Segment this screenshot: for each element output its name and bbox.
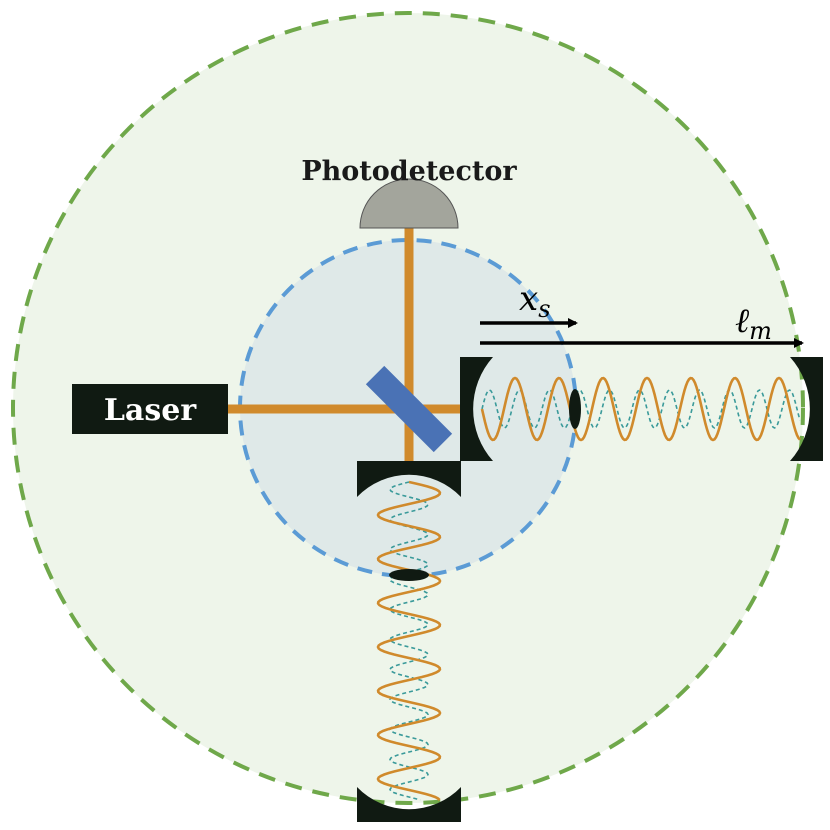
- vertical-arm-waves: [376, 480, 442, 801]
- beamsplitter-icon: [365, 365, 453, 453]
- lens-horizontal: [569, 389, 581, 429]
- wave-dashed-vertical: [389, 481, 429, 801]
- wave-solid-vertical: [376, 480, 442, 801]
- mirror-vertical-input: [357, 461, 461, 497]
- horizontal-arm-waves: [480, 376, 801, 442]
- wave-dashed-horizontal: [481, 389, 801, 429]
- laser-label: Laser: [104, 393, 198, 428]
- wave-solid-horizontal: [480, 376, 801, 442]
- mirror-horizontal-input: [460, 357, 493, 461]
- mirror-horizontal-end: [790, 357, 823, 461]
- photodetector-icon: [359, 178, 459, 229]
- lm-label: ℓm: [735, 301, 772, 345]
- lens-vertical: [389, 569, 429, 581]
- mirror-vertical-end: [357, 787, 461, 822]
- photodetector-label: Photodetector: [301, 156, 517, 187]
- xs-label: xs: [519, 279, 551, 323]
- laser-icon: [72, 384, 228, 434]
